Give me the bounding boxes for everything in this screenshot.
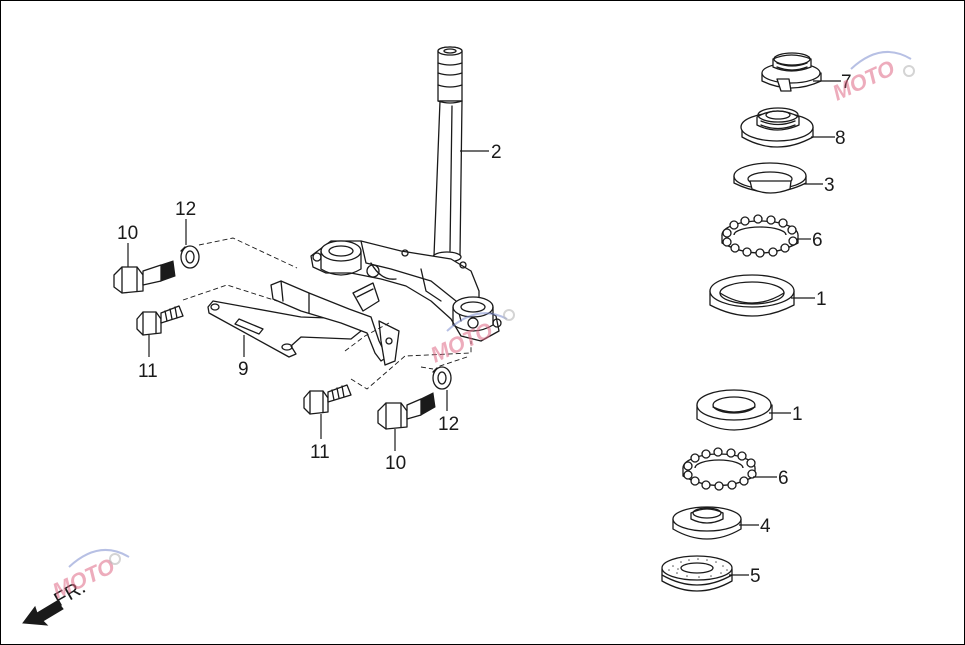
bearing-balls-upper [722, 214, 798, 258]
dust-seal-5 [661, 555, 733, 592]
assembly-lines [182, 237, 472, 390]
callout-11-left: 11 [138, 361, 158, 382]
callout-10-lower: 10 [385, 453, 406, 474]
bracket [207, 280, 400, 366]
bolt-11-left [136, 305, 184, 336]
lock-nut-7 [761, 52, 822, 92]
bolt-10-left [113, 260, 176, 294]
steering-stem [432, 46, 463, 263]
callout-8: 8 [835, 128, 846, 149]
washer-12-lower [432, 366, 452, 390]
callout-12-left: 12 [175, 199, 196, 220]
seal-texture [668, 558, 728, 578]
callout-6-lower: 6 [778, 468, 789, 489]
callout-2: 2 [491, 142, 502, 163]
adjusting-nut-8 [740, 107, 814, 148]
washer-12-left [180, 245, 200, 269]
leader-lines [127, 80, 841, 576]
bolt-11-lower [303, 384, 352, 415]
callout-11-lower: 11 [310, 442, 330, 463]
race-3 [733, 162, 807, 194]
callout-6-upper: 6 [812, 230, 823, 251]
ball-bearing-6-upper [721, 214, 799, 258]
bearing-balls-lower [683, 447, 757, 491]
race-4 [672, 506, 742, 540]
gear-icon [109, 553, 121, 565]
front-arrow-icon [22, 600, 64, 626]
callout-10-left: 10 [117, 223, 138, 244]
race-1-lower [696, 389, 773, 431]
watermark-top-right: MOTO [829, 51, 915, 106]
callout-5: 5 [750, 566, 761, 587]
callout-7: 7 [841, 72, 852, 93]
bolt-10-lower [377, 392, 436, 430]
callout-3: 3 [824, 175, 835, 196]
callout-12-lower: 12 [438, 414, 459, 435]
watermark-text-1: MOTO [829, 55, 899, 105]
ball-bearing-6-lower [682, 447, 757, 491]
gear-icon [903, 65, 915, 77]
callout-9: 9 [238, 359, 249, 380]
lower-triple-clamp [310, 240, 502, 342]
gear-icon [503, 309, 515, 321]
callout-1-upper: 1 [816, 289, 827, 310]
callout-1-lower: 1 [792, 404, 803, 425]
callout-labels: 2 7 8 3 6 1 1 6 4 5 10 12 11 9 11 10 12 [117, 72, 852, 587]
callout-4: 4 [760, 516, 771, 537]
race-1-upper [709, 274, 795, 317]
